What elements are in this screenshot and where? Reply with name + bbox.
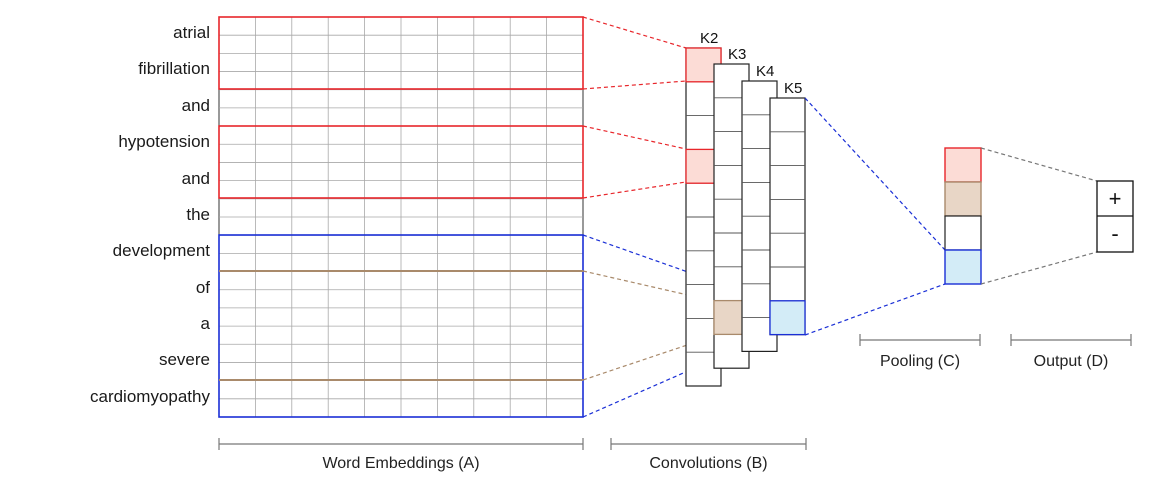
section-label-convolutions: Convolutions (B) <box>649 455 768 472</box>
section-label-output: Output (D) <box>1033 353 1109 370</box>
region-red-mid <box>218 125 584 199</box>
word-label: a <box>200 314 210 333</box>
word-label: cardiomyopathy <box>89 387 210 406</box>
convolution-columns <box>685 47 806 387</box>
word-label: and <box>181 96 210 115</box>
pool-cell-red <box>944 147 982 183</box>
bracket-word-embeddings <box>218 438 584 450</box>
section-label-word-embeddings: Word Embeddings (A) <box>322 455 480 472</box>
pool-cell-brown <box>944 181 982 217</box>
word-list: atrial fibrillation and hypotension and … <box>0 0 210 500</box>
connector-red-1a <box>582 16 687 49</box>
kernel-label-k4: K4 <box>756 63 775 80</box>
kernel-label-k5: K5 <box>784 80 803 97</box>
connector-blue-a <box>582 234 771 302</box>
connector-k5-pool-bottom <box>804 283 946 336</box>
word-label: of <box>195 278 210 297</box>
word-label: fibrillation <box>138 59 210 78</box>
conv-highlight-cell-blue <box>769 300 806 336</box>
connector-red-2b <box>582 181 687 199</box>
connector-brown-a <box>582 270 715 302</box>
embedding-grid <box>218 16 584 418</box>
bracket-output <box>1010 334 1132 346</box>
conv-column-k5 <box>769 97 806 336</box>
pool-cell-white <box>944 215 982 251</box>
word-label: development <box>112 241 210 260</box>
output-plus-sign: + <box>1108 186 1122 211</box>
bracket-pooling <box>859 334 981 346</box>
region-red-top <box>218 16 584 90</box>
output-minus-sign: - <box>1111 221 1119 246</box>
section-label-pooling: Pooling (C) <box>879 353 961 370</box>
pool-cell-blue <box>944 249 982 285</box>
connector-k5-pool-top <box>804 97 946 251</box>
kernel-label-k2: K2 <box>700 30 719 47</box>
word-label: the <box>186 205 210 224</box>
connector-red-2a <box>582 125 687 150</box>
word-label: and <box>181 169 210 188</box>
region-blue <box>218 234 584 418</box>
bracket-convolutions <box>610 438 807 450</box>
connector-red-1b <box>582 80 687 90</box>
connector-pool-out-top <box>980 147 1098 182</box>
word-label: hypotension <box>118 132 210 151</box>
word-label: severe <box>158 350 210 369</box>
word-label: atrial <box>173 23 210 42</box>
kernel-label-k3: K3 <box>728 46 747 63</box>
connector-pool-out-bottom <box>980 251 1098 285</box>
